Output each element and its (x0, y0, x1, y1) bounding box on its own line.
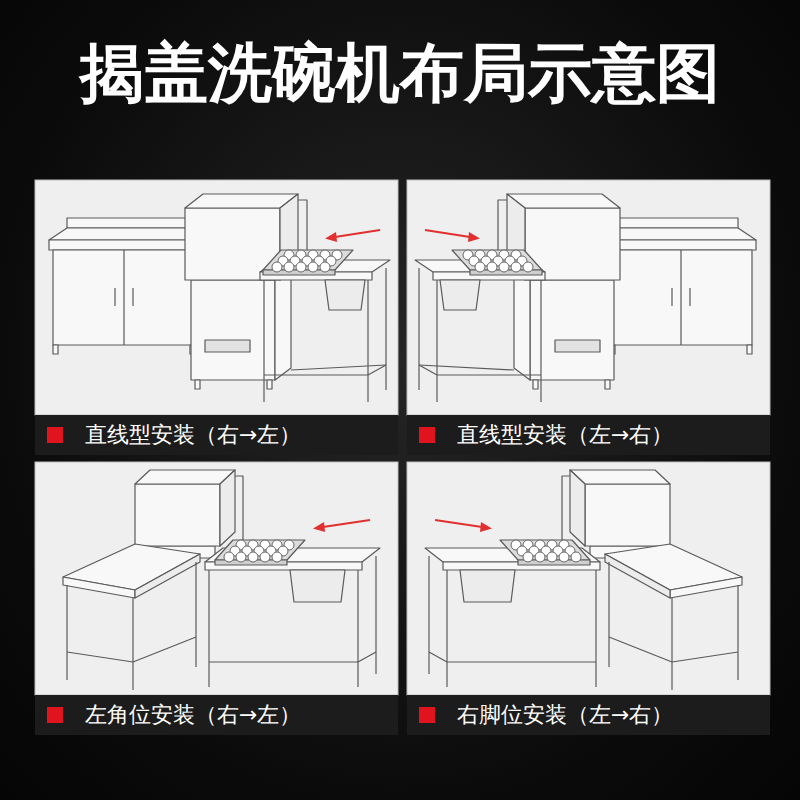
caption-text: 直线型安装（右→左） (85, 421, 301, 449)
layout-panel: 右脚位安装（左→右） (407, 462, 770, 735)
layout-drawing (49, 194, 390, 402)
caption-bar: 左角位安装（右→左） (35, 695, 398, 735)
layout-drawing (63, 470, 380, 690)
panel-ground (35, 180, 398, 415)
caption-text: 左角位安装（右→左） (85, 701, 301, 729)
caption-bar: 右脚位安装（左→右） (407, 695, 770, 735)
red-marker (47, 427, 63, 443)
panel-ground (407, 180, 770, 415)
caption-text: 直线型安装（左→右） (457, 421, 673, 449)
caption-bar: 直线型安装（右→左） (35, 415, 398, 455)
layout-drawing (425, 470, 742, 690)
red-marker (419, 427, 435, 443)
diagram-title: 揭盖洗碗机布局示意图 (0, 28, 800, 118)
panel-ground (407, 462, 770, 695)
panel-ground (35, 462, 398, 695)
layout-drawing (415, 194, 756, 402)
red-marker (419, 707, 435, 723)
layout-panel: 直线型安装（右→左） (35, 180, 398, 455)
layout-panel: 直线型安装（左→右） (407, 180, 770, 455)
title-text: 揭盖洗碗机布局示意图 (80, 36, 720, 110)
caption-text: 右脚位安装（左→右） (457, 701, 673, 729)
caption-bar: 直线型安装（左→右） (407, 415, 770, 455)
layout-panel: 左角位安装（右→左） (35, 462, 398, 735)
red-marker (47, 707, 63, 723)
